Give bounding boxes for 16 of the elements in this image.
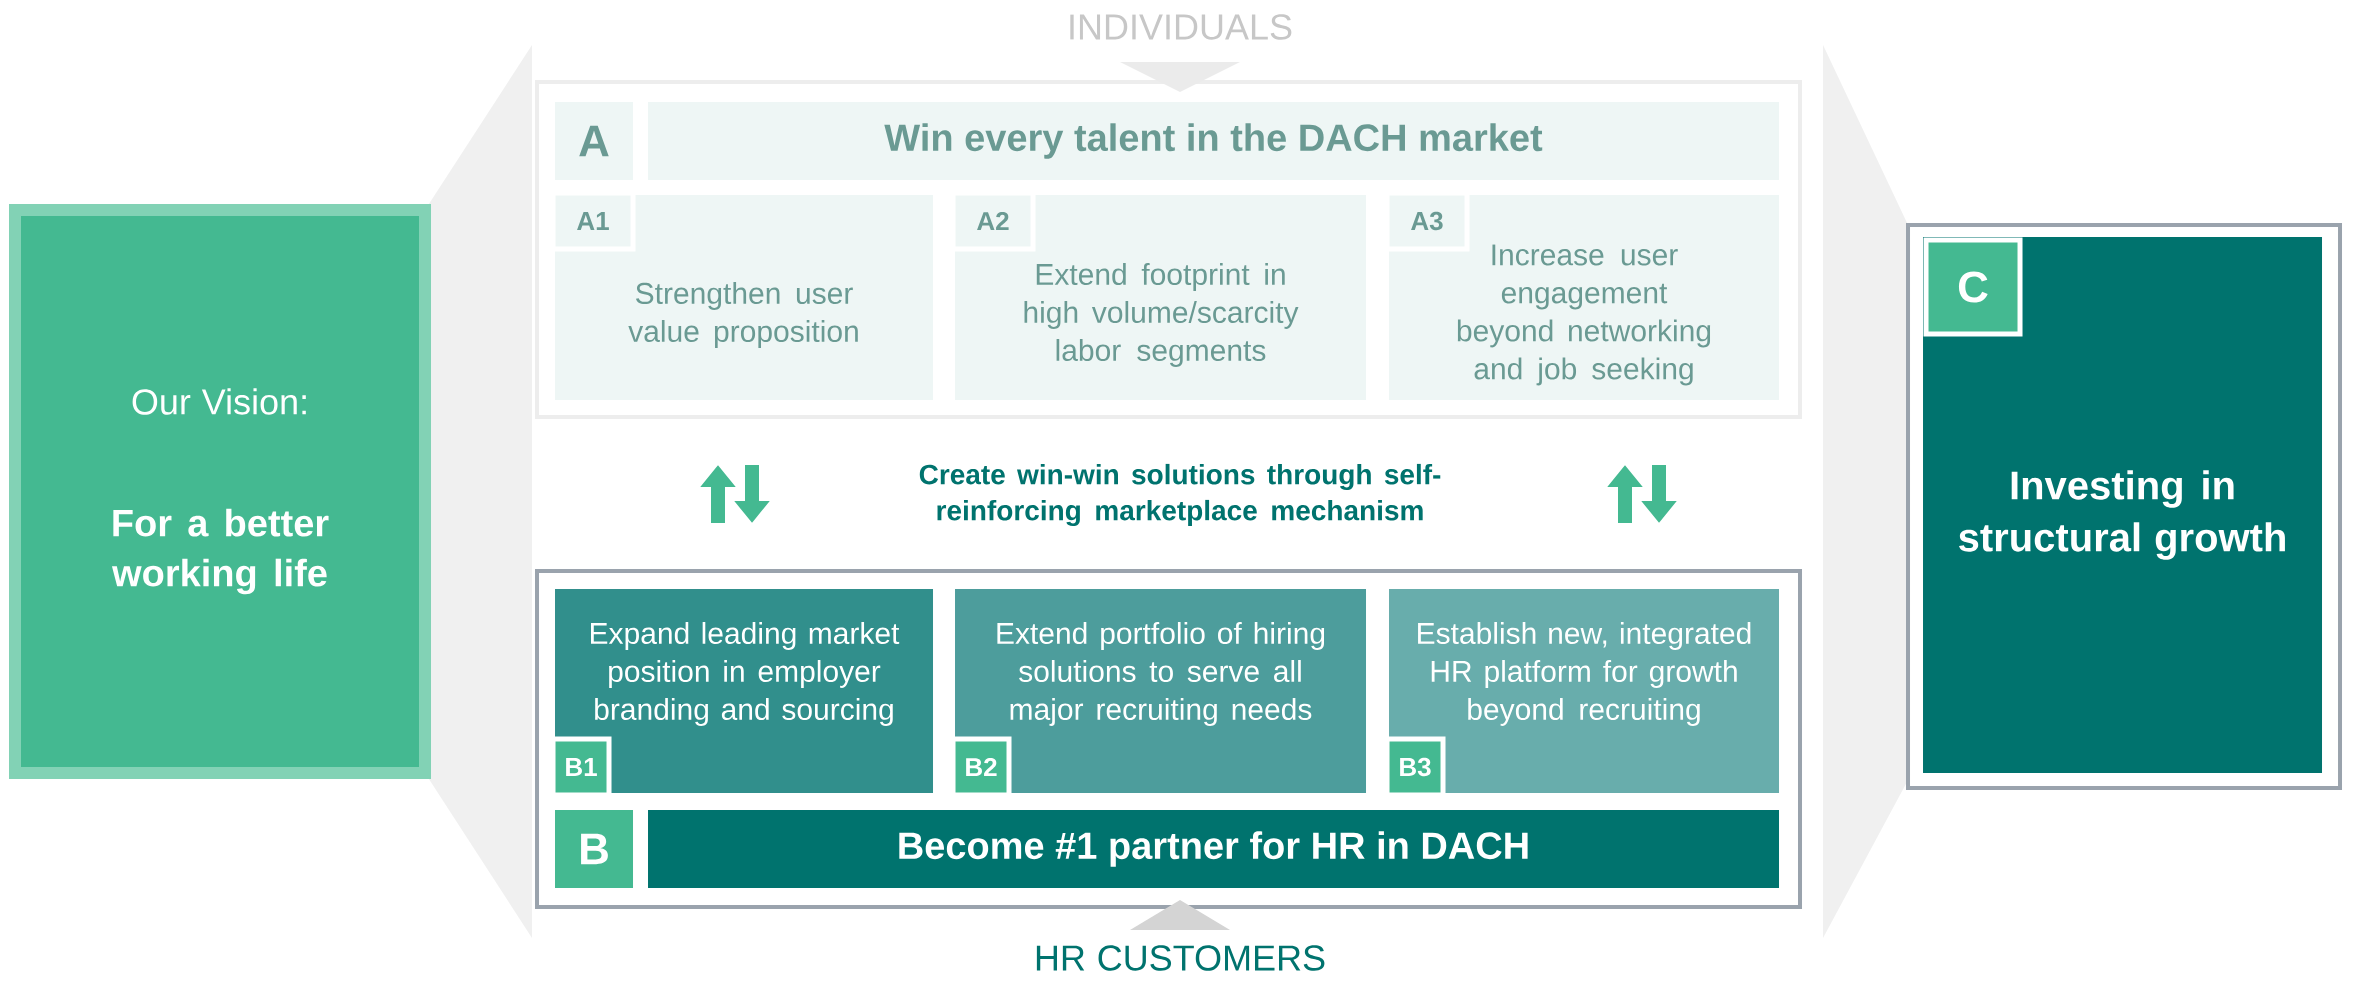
letter-badge: C bbox=[1923, 237, 2023, 337]
letter-badge: B1 bbox=[550, 736, 612, 798]
title-bar: Win every talent in the DACH market bbox=[648, 102, 1779, 180]
letter-badge: B3 bbox=[1384, 736, 1446, 798]
letter-badge: A1 bbox=[550, 190, 636, 252]
title-bar: Become #1 partner for HR in DACH bbox=[648, 810, 1779, 888]
audience-pointer: HR CUSTOMERS bbox=[1036, 900, 1325, 971]
letter-badge: B bbox=[555, 810, 633, 888]
frame-box bbox=[535, 569, 1802, 909]
letter-badge: A2 bbox=[950, 190, 1036, 252]
letter-badge: B2 bbox=[950, 736, 1012, 798]
letter-badge: A bbox=[555, 102, 633, 180]
audience-pointer: INDIVIDUALS bbox=[1070, 14, 1292, 92]
vision-box: Our Vision: For a better working life bbox=[9, 204, 431, 779]
caption-text: Create win-win solutions through self-reinforcing marketplace mechanism bbox=[919, 463, 1441, 527]
letter-badge: A3 bbox=[1384, 190, 1470, 252]
